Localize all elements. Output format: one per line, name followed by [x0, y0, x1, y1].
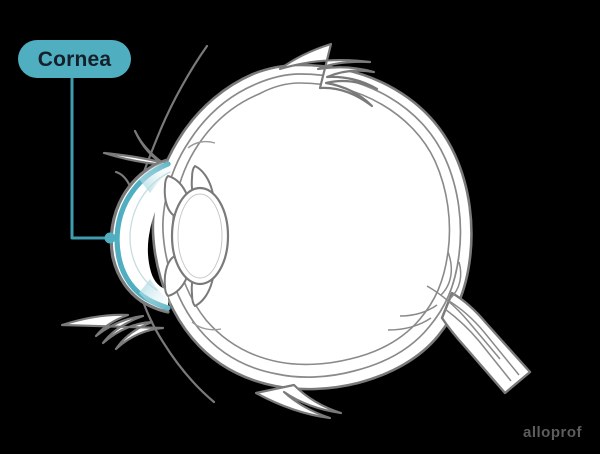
label-pill-cornea[interactable]: Cornea — [18, 40, 131, 78]
alloprof-watermark: alloprof — [523, 424, 582, 441]
lens — [170, 186, 230, 286]
label-pill-cornea-text: Cornea — [37, 47, 112, 71]
choroid — [162, 73, 462, 378]
optic-nerve — [387, 251, 532, 395]
cornea — [109, 158, 172, 314]
conjunctiva-lower — [60, 290, 343, 420]
retina — [172, 82, 451, 366]
vitreous-body — [187, 140, 222, 331]
connector-endpoint-dot — [104, 232, 116, 244]
label-connector — [70, 76, 116, 244]
sclera — [151, 63, 473, 391]
